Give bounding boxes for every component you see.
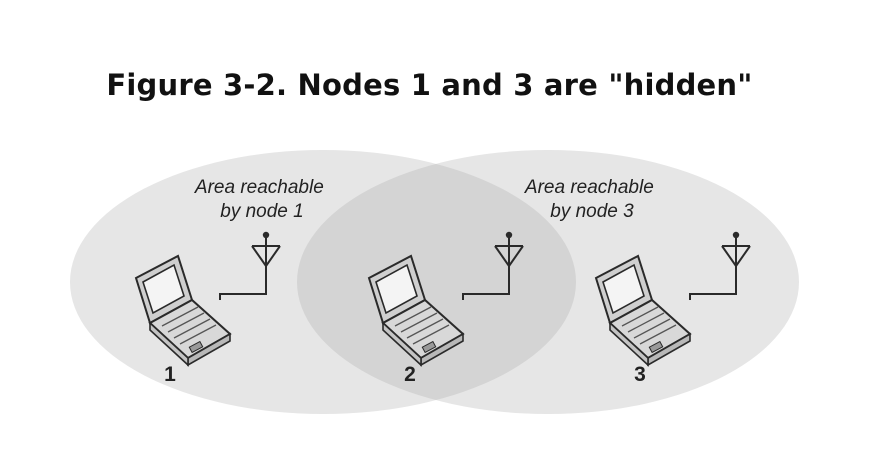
node-label-2: 2 [404,363,416,386]
node-label-3: 3 [634,363,646,386]
area-label-node-1-line2: by node 1 [220,201,303,222]
node-label-1: 1 [164,363,176,386]
area-label-node-1-line1: Area reachable [194,177,324,198]
figure-title: Figure 3-2. Nodes 1 and 3 are "hidden" [106,68,753,102]
area-label-node-3-line1: Area reachable [524,177,654,198]
area-label-node-3-line2: by node 3 [550,201,634,222]
area-label-node-3: Area reachable by node 3 [524,177,659,222]
area-label-node-1: Area reachable by node 1 [194,177,329,222]
